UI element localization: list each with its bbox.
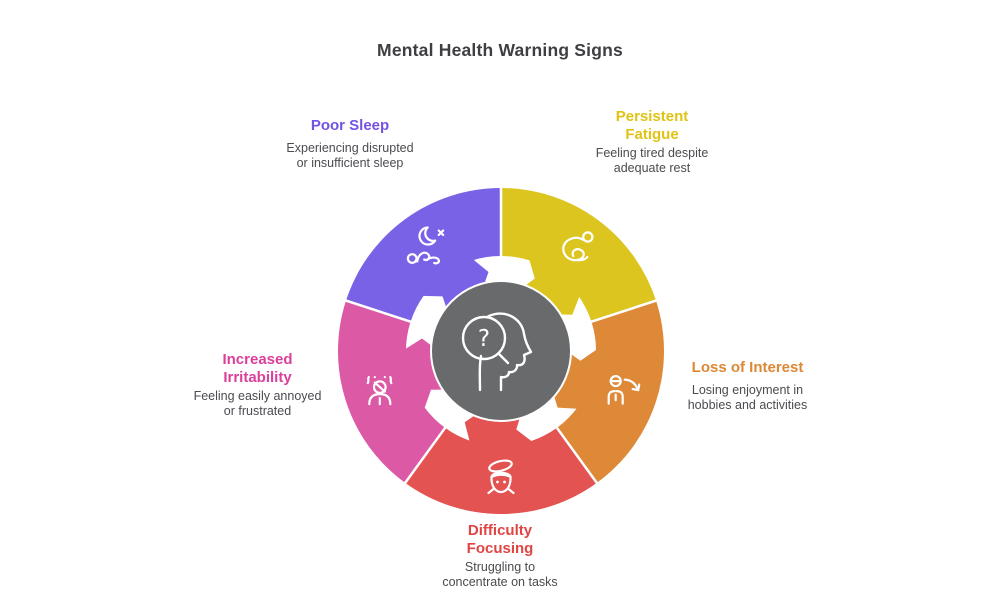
fatigued-person-icon: [562, 231, 594, 262]
sleep-moon-icon: [406, 226, 445, 265]
svg-text:?: ?: [478, 326, 490, 352]
segment-persistent-fatigue-arc: [501, 188, 656, 322]
page-title: Mental Health Warning Signs: [377, 40, 623, 60]
label-difficulty-focusing-description: Struggling to concentrate on tasks: [442, 560, 558, 590]
label-difficulty-focusing-title: Difficulty Focusing: [466, 522, 534, 557]
wheel-inner-tabs: [404, 259, 598, 448]
segment-poor-sleep-tab: [422, 259, 489, 315]
segment-persistent-fatigue-tab: [519, 259, 580, 315]
declining-person-icon: [607, 375, 641, 405]
segment-poor-sleep-arc: [346, 188, 501, 322]
label-increased-irritability-description: Feeling easily annoyed or frustrated: [193, 389, 322, 419]
label-poor-sleep-description: Experiencing disrupted or insufficient s…: [286, 141, 414, 171]
label-poor-sleep: Poor Sleep Experiencing disrupted or ins…: [240, 117, 460, 172]
irritated-person-icon: [366, 376, 393, 406]
label-poor-sleep-title: Poor Sleep: [310, 117, 390, 134]
label-loss-of-interest: Loss of Interest Losing enjoyment in hob…: [645, 359, 850, 414]
segment-loss-of-interest-tab: [552, 349, 598, 409]
label-persistent-fatigue: Persistent Fatigue Feeling tired despite…: [552, 108, 752, 177]
head-question-icon: ?: [461, 312, 533, 392]
segment-increased-irritability-tab: [404, 338, 450, 409]
segment-increased-irritability-arc: [338, 300, 446, 483]
label-loss-of-interest-description: Losing enjoyment in hobbies and activiti…: [687, 383, 808, 413]
label-persistent-fatigue-title: Persistent Fatigue: [615, 108, 689, 143]
segment-dividers: [343, 186, 659, 486]
label-increased-irritability-title: Increased Irritability: [222, 351, 293, 386]
label-loss-of-interest-title: Loss of Interest: [691, 359, 804, 376]
label-increased-irritability: Increased Irritability Feeling easily an…: [155, 351, 360, 420]
dizzy-face-icon: [487, 459, 515, 495]
label-persistent-fatigue-description: Feeling tired despite adequate rest: [595, 146, 709, 176]
label-difficulty-focusing: Difficulty Focusing Struggling to concen…: [390, 522, 610, 591]
